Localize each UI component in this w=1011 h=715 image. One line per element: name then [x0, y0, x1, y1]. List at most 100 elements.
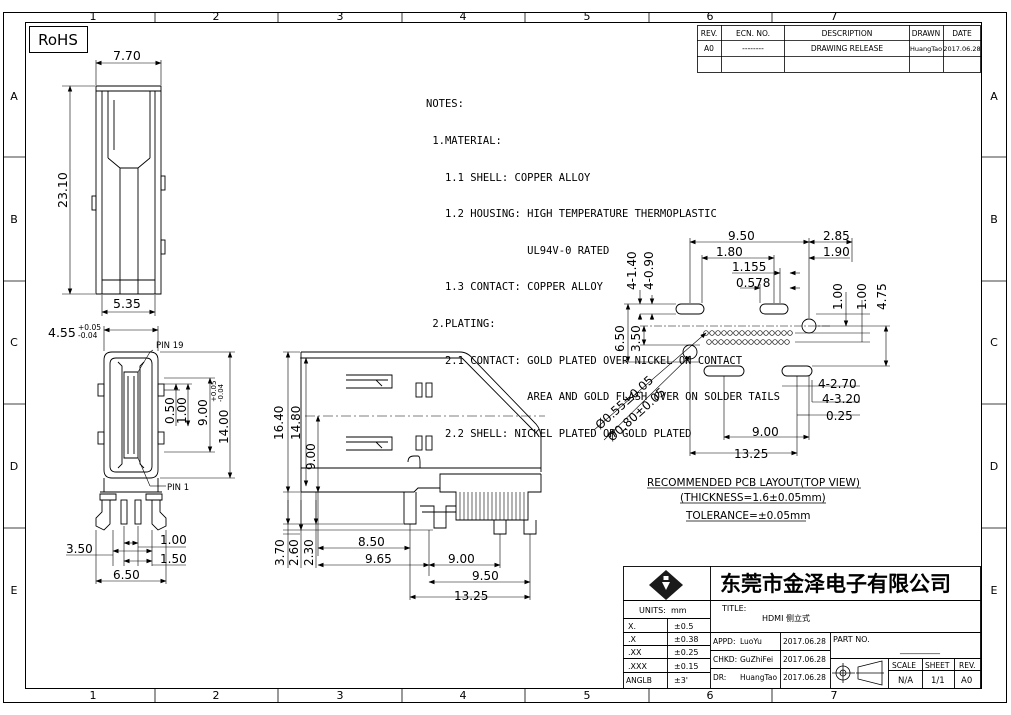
top-bottom-dim: 5.35: [113, 296, 141, 311]
rohs-text: RoHS: [38, 31, 78, 49]
pcb-475-dim: 4.75: [875, 283, 889, 310]
pcb-025-dim: 0.25: [826, 409, 853, 423]
chkd-value: GuZhiFei: [740, 655, 773, 664]
pcb-caption-tolerance: TOLERANCE=±0.05mm: [685, 510, 810, 522]
pcb-950-dim: 9.50: [728, 229, 755, 243]
front-top-tol-plus: +0.05: [78, 323, 101, 332]
pcb-layout: [593, 238, 890, 456]
pcb-caption-title: RECOMMENDED PCB LAYOUT(TOP VIEW): [647, 477, 860, 489]
row-label: A: [990, 90, 998, 103]
notes-line: 2.1 CONTACT: GOLD PLATED OVER NICKEL ON …: [426, 354, 743, 367]
col-label: 5: [584, 10, 591, 23]
revision-block: REV. ECN. NO. DESCRIPTION DRAWN DATE A0 …: [697, 25, 981, 73]
side-1640-dim: 16.40: [272, 406, 286, 440]
col-label: 3: [337, 689, 344, 702]
top-width-dim: 7.70: [113, 48, 141, 63]
notes-line: 1.1 SHELL: COPPER ALLOY: [426, 171, 591, 184]
notes-line: 2.PLATING:: [426, 317, 496, 330]
company-name: 东莞市金泽电子有限公司: [720, 572, 951, 596]
pcb-190-dim: 1.90: [823, 245, 850, 259]
tol-value: ±0.5: [674, 622, 693, 631]
tol-key: .XX: [628, 648, 642, 657]
ecn-value: --------: [742, 44, 764, 53]
rohs-badge: RoHS: [29, 26, 88, 53]
pcb-4270-dim: 4-2.70: [818, 377, 857, 391]
sheet-value: 1/1: [931, 676, 945, 686]
notes-block: NOTES: 1.MATERIAL: 1.1 SHELL: COPPER ALL…: [426, 74, 780, 452]
pcb-1325-dim: 13.25: [734, 447, 768, 461]
pcb-100a-dim: 1.00: [831, 283, 845, 310]
pcb-4090-dim: 4-0.90: [642, 251, 656, 290]
front-b100-dim: 1.00: [160, 533, 187, 547]
front-1400-tol-minus: -0.04: [217, 383, 225, 402]
pcb-4320-dim: 4-3.20: [822, 392, 861, 406]
notes-line: UL94V-0 RATED: [426, 244, 610, 257]
side-900-dim: 9.00: [304, 443, 318, 470]
row-label: C: [990, 336, 998, 349]
date-value: 2017.06.28: [943, 45, 980, 53]
scale-value: N/A: [898, 676, 913, 686]
projection-symbol-icon: [832, 660, 884, 686]
front-b350-dim: 3.50: [66, 542, 93, 556]
tol-value: ±0.15: [674, 662, 699, 671]
front-b150-dim: 1.50: [160, 552, 187, 566]
front-100-dim: 1.00: [175, 397, 189, 424]
description-header: DESCRIPTION: [822, 29, 873, 38]
side-965-dim: 9.65: [365, 552, 392, 566]
pcb-900-dim: 9.00: [752, 425, 779, 439]
top-height-dim: 23.10: [55, 172, 70, 208]
side-950-dim: 9.50: [472, 569, 499, 583]
col-label: 4: [460, 10, 467, 23]
appd-label: APPD:: [713, 637, 735, 646]
sheet-border: [3, 12, 1007, 703]
pcb-4140-dim: 4-1.40: [625, 251, 639, 290]
pcb-0578-dim: 0.578: [736, 276, 770, 290]
pcb-100b-dim: 1.00: [855, 283, 869, 310]
row-label: B: [990, 213, 998, 226]
dr-date: 2017.06.28: [783, 673, 826, 682]
front-top-dim: 4.55: [48, 325, 76, 340]
description-value: DRAWING RELEASE: [811, 44, 884, 53]
drawn-value: HuangTao: [910, 45, 942, 53]
row-label: A: [10, 90, 18, 103]
rev-header: REV.: [701, 29, 718, 38]
tol-key: .XXX: [628, 662, 648, 671]
row-label: E: [991, 584, 998, 597]
side-view: [283, 351, 545, 600]
dr-label: DR:: [713, 673, 726, 682]
col-label: 7: [831, 10, 838, 23]
pcb-1155-dim: 1.155: [732, 260, 766, 274]
grid-labels: 1 2 3 4 5 6 7 1 2 3 4 5 6 7 A B C D E A …: [10, 10, 998, 702]
col-label: 2: [213, 10, 220, 23]
tol-key: ANGLB: [626, 676, 652, 685]
col-label: 4: [460, 689, 467, 702]
pin1-label: PIN 1: [167, 483, 189, 493]
notes-line: NOTES:: [426, 98, 464, 111]
tol-value: ±0.38: [674, 635, 699, 644]
tol-key: X.: [628, 622, 636, 631]
tol-value: ±3': [674, 676, 688, 685]
side-850-dim: 8.50: [358, 535, 385, 549]
col-label: 6: [707, 10, 714, 23]
chkd-date: 2017.06.28: [783, 655, 826, 664]
units-label: UNITS:: [639, 606, 666, 615]
side-370-dim: 3.70: [273, 539, 287, 566]
notes-line: 1.MATERIAL:: [426, 135, 502, 147]
pcb-caption-thickness: (THICKNESS=1.6±0.05mm): [680, 492, 826, 504]
appd-value: LuoYu: [740, 637, 762, 646]
scale-label: SCALE: [892, 661, 916, 670]
row-label: D: [990, 460, 998, 473]
tol-value: ±0.25: [674, 648, 699, 657]
drawn-header: DRAWN: [912, 29, 940, 38]
part-no-label: PART NO.: [833, 635, 870, 644]
title-block: [623, 566, 981, 689]
front-1400-dim: 14.00: [217, 410, 231, 444]
notes-line: 1.3 CONTACT: COPPER ALLOY: [426, 281, 604, 294]
notes-line: 2.2 SHELL: NICKEL PLATED OR GOLD PLATED: [426, 427, 692, 440]
col-label: 1: [90, 689, 97, 702]
row-label: E: [11, 584, 18, 597]
row-label: C: [10, 336, 18, 349]
rev-value: A0: [961, 676, 972, 686]
side-230-dim: 2.30: [302, 539, 316, 566]
row-label: D: [10, 460, 18, 473]
